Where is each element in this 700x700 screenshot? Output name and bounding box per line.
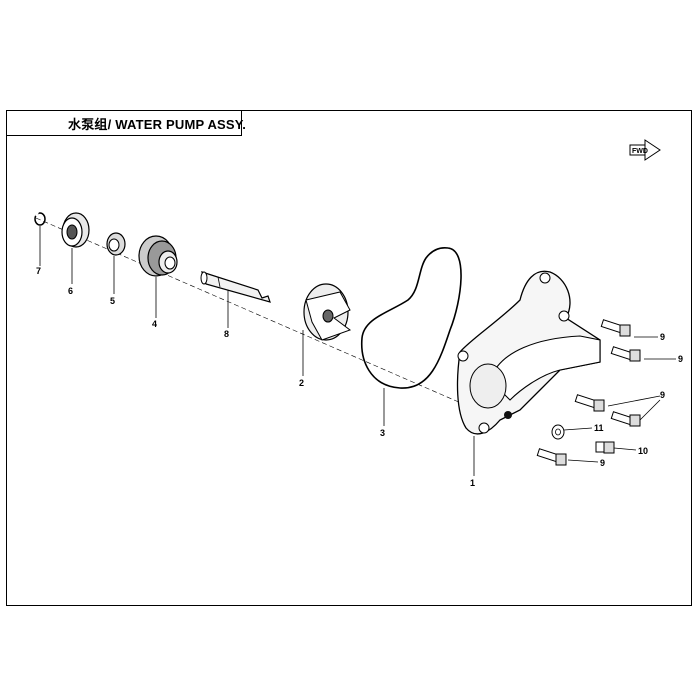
fwd-arrow-icon: FWD [629,139,661,161]
callout-11: 11 [594,423,604,433]
bolt-9-upper-2 [610,346,641,362]
drain-bolt-part-10 [595,441,615,454]
callout-1: 1 [470,478,475,488]
callout-3: 3 [380,428,385,438]
diagram-frame [6,110,692,606]
callout-5: 5 [110,296,115,306]
mechanical-seal-part-4 [138,235,178,277]
pump-cover-part-1 [456,270,601,435]
bolt-9-mid-2 [610,411,641,427]
washer-part-11 [551,424,565,440]
fwd-label: FWD [632,148,648,155]
callout-7: 7 [36,266,41,276]
callout-9-b: 9 [678,354,683,364]
diagram-title: 水泵组/ WATER PUMP ASSY. [68,117,247,132]
callout-8: 8 [224,329,229,339]
bolt-9-mid-1 [574,394,605,412]
impeller-part-2 [303,283,352,341]
callout-6: 6 [68,286,73,296]
axis-line [35,217,501,421]
callout-10: 10 [638,446,648,456]
bearing-part-6 [61,212,90,248]
callout-9-c: 9 [660,390,665,400]
pump-shaft-part-8 [200,271,271,303]
gasket-part-3 [360,247,462,389]
circlip-part-7 [34,211,46,226]
callout-2: 2 [299,378,304,388]
callout-9-d: 9 [600,458,605,468]
callout-4: 4 [152,319,157,329]
title-box [6,110,242,136]
bolt-9-lower [536,448,567,466]
callout-9-a: 9 [660,332,665,342]
oil-seal-part-5 [106,232,126,256]
bolt-9-upper-1 [600,319,631,337]
leader-lines [39,226,676,476]
